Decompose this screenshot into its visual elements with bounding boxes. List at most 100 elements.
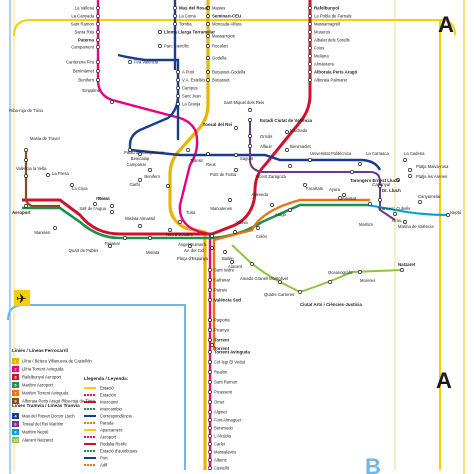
station-dot[interactable] <box>206 6 210 10</box>
station-dot[interactable] <box>248 118 252 122</box>
station-dot[interactable] <box>138 178 142 182</box>
station-dot[interactable] <box>248 108 252 112</box>
station-dot[interactable] <box>208 458 212 462</box>
station-dot[interactable] <box>328 280 332 284</box>
station-dot[interactable] <box>378 184 382 188</box>
station-dot[interactable] <box>234 153 238 157</box>
station-dot[interactable] <box>208 410 212 414</box>
station-dot[interactable] <box>158 30 162 34</box>
station-dot[interactable] <box>308 158 312 162</box>
station-dot[interactable] <box>408 168 412 172</box>
station-dot[interactable] <box>208 390 212 394</box>
station-dot[interactable] <box>96 69 100 73</box>
station-dot[interactable] <box>206 70 210 74</box>
station-dot[interactable] <box>173 14 177 18</box>
station-dot[interactable] <box>188 244 192 248</box>
station-dot[interactable] <box>308 78 312 82</box>
station-dot[interactable] <box>110 210 114 214</box>
station-dot[interactable] <box>138 224 142 228</box>
station-dot[interactable] <box>408 174 412 178</box>
station-dot[interactable] <box>285 148 289 152</box>
station-dot[interactable] <box>308 62 312 66</box>
station-dot[interactable] <box>250 262 254 266</box>
station-dot[interactable] <box>278 280 282 284</box>
station-dot[interactable] <box>210 234 214 238</box>
station-dot[interactable] <box>108 244 112 248</box>
station-dot[interactable] <box>176 86 180 90</box>
station-dot[interactable] <box>186 148 190 152</box>
station-dot[interactable] <box>208 426 212 430</box>
station-dot[interactable] <box>96 30 100 34</box>
station-dot[interactable] <box>308 38 312 42</box>
station-dot[interactable] <box>288 208 292 212</box>
station-dot[interactable] <box>96 45 100 49</box>
station-dot[interactable] <box>270 203 274 207</box>
station-dot[interactable] <box>46 173 50 177</box>
station-dot[interactable] <box>24 204 28 208</box>
station-dot[interactable] <box>233 230 237 234</box>
station-dot[interactable] <box>223 250 227 254</box>
station-dot[interactable] <box>208 318 212 322</box>
station-dot[interactable] <box>418 200 422 204</box>
station-dot[interactable] <box>206 152 210 156</box>
station-dot[interactable] <box>176 102 180 106</box>
station-dot[interactable] <box>208 434 212 438</box>
station-dot[interactable] <box>110 100 114 104</box>
station-dot[interactable] <box>393 212 397 216</box>
station-dot[interactable] <box>206 14 210 18</box>
station-dot[interactable] <box>208 418 212 422</box>
station-dot[interactable] <box>446 213 450 217</box>
station-dot[interactable] <box>308 30 312 34</box>
station-dot[interactable] <box>208 466 212 470</box>
station-dot[interactable] <box>208 288 212 292</box>
station-dot[interactable] <box>396 178 400 182</box>
station-dot[interactable] <box>208 298 212 302</box>
station-dot[interactable] <box>285 130 289 134</box>
station-dot[interactable] <box>234 126 238 130</box>
station-dot[interactable] <box>208 450 212 454</box>
station-dot[interactable] <box>338 196 342 200</box>
station-dot[interactable] <box>208 360 212 364</box>
station-dot[interactable] <box>176 94 180 98</box>
station-dot[interactable] <box>208 268 212 272</box>
station-dot[interactable] <box>308 14 312 18</box>
station-dot[interactable] <box>210 343 214 347</box>
station-dot[interactable] <box>53 226 57 230</box>
station-dot[interactable] <box>176 70 180 74</box>
station-dot[interactable] <box>173 6 177 10</box>
station-dot[interactable] <box>208 328 212 332</box>
station-dot[interactable] <box>248 144 252 148</box>
station-dot[interactable] <box>208 380 212 384</box>
station-dot[interactable] <box>400 268 404 272</box>
station-dot[interactable] <box>288 164 292 168</box>
station-dot[interactable] <box>138 152 142 156</box>
station-dot[interactable] <box>178 220 182 224</box>
station-dot[interactable] <box>96 14 100 18</box>
station-dot[interactable] <box>342 193 346 197</box>
station-dot[interactable] <box>403 220 407 224</box>
station-dot[interactable] <box>403 158 407 162</box>
station-dot[interactable] <box>368 202 372 206</box>
station-dot[interactable] <box>358 270 362 274</box>
station-dot[interactable] <box>208 400 212 404</box>
station-dot[interactable] <box>206 22 210 26</box>
station-dot[interactable] <box>110 204 114 208</box>
station-dot[interactable] <box>308 70 312 74</box>
station-dot[interactable] <box>96 22 100 26</box>
station-dot[interactable] <box>303 183 307 187</box>
station-dot[interactable] <box>210 246 214 250</box>
station-dot[interactable] <box>166 184 170 188</box>
station-dot[interactable] <box>148 236 152 240</box>
station-dot[interactable] <box>256 226 260 230</box>
station-dot[interactable] <box>148 168 152 172</box>
station-dot[interactable] <box>96 38 100 42</box>
station-dot[interactable] <box>173 22 177 26</box>
station-dot[interactable] <box>208 350 212 354</box>
station-dot[interactable] <box>206 34 210 38</box>
station-dot[interactable] <box>208 338 212 342</box>
station-dot[interactable] <box>208 442 212 446</box>
station-dot[interactable] <box>378 198 382 202</box>
station-dot[interactable] <box>234 168 238 172</box>
station-dot[interactable] <box>206 56 210 60</box>
station-dot[interactable] <box>24 148 28 152</box>
